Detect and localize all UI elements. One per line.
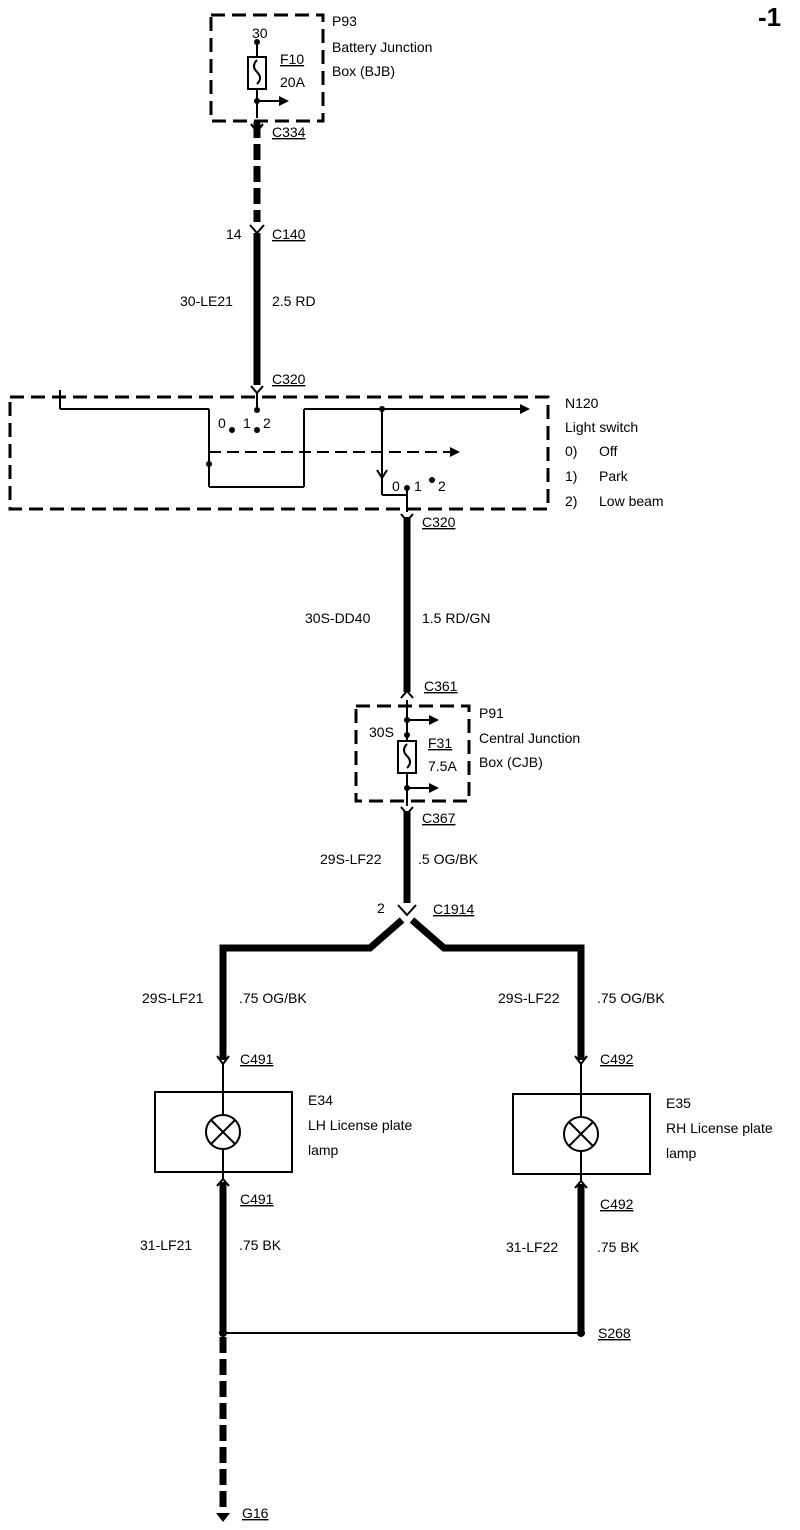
connector-c367: C367 [422,810,456,826]
connector-c491-top: C491 [240,1051,274,1067]
connector-c492-top: C492 [600,1051,634,1067]
lamp-lh-name-line1: LH License plate [308,1117,413,1133]
cjb-name-line2: Box (CJB) [479,754,543,770]
lamp-rh-name-line1: RH License plate [666,1120,773,1136]
cjb-pin: 30S [369,724,394,740]
page-marker: -1 [758,2,781,32]
switch-opt2: Low beam [599,493,664,509]
wire-31-lf22-spec: .75 BK [597,1239,640,1255]
connector-c1914-pin: 2 [377,900,385,916]
lamp-lh-name-line2: lamp [308,1142,339,1158]
wire-31-lf21-id: 31-LF21 [140,1237,192,1253]
switch-b-pos0: 0 [392,478,400,494]
central-junction-box: 30S F31 7.5A P91 Central Junction Box (C… [354,700,580,806]
lamp-lh-ref: E34 [308,1092,333,1108]
bjb-ref: P93 [332,13,357,29]
switch-opt1-num: 1) [565,468,577,484]
lamp-rh-name-line2: lamp [666,1145,697,1161]
connector-c334: C334 [272,124,306,140]
wire-30s-dd40-id: 30S-DD40 [305,610,371,626]
wire-29s-lf22-spec: .75 OG/BK [597,990,665,1006]
fuse-f10-rating: 20A [280,74,306,90]
switch-a-pos2: 2 [263,415,271,431]
battery-junction-box: 30 F10 20A P93 Battery Junction Box (BJB… [209,13,432,123]
connector-c491-bottom: C491 [240,1191,274,1207]
switch-ref: N120 [565,395,599,411]
bjb-name-line1: Battery Junction [332,39,432,55]
switch-opt0: Off [599,443,618,459]
switch-opt1: Park [599,468,629,484]
lamp-rh-ref: E35 [666,1095,691,1111]
wire-29s-lf22-id: 29S-LF22 [498,990,560,1006]
switch-opt0-num: 0) [565,443,577,459]
wire-30-le21-id: 30-LE21 [180,293,233,309]
switch-b-pos2: 2 [438,478,446,494]
fuse-f31-rating: 7.5A [428,758,457,774]
rh-license-plate-lamp: E35 RH License plate lamp [512,1093,773,1175]
wire-31-lf22-id: 31-LF22 [506,1239,558,1255]
lh-license-plate-lamp: E34 LH License plate lamp [154,1091,413,1173]
wire-29s-lf22-main-id: 29S-LF22 [320,851,382,867]
wire-29s-lf21-branch [219,917,405,1060]
ground-g16: G16 [242,1505,269,1521]
splice-s268: S268 [598,1325,631,1341]
fuse-f31-label: F31 [428,735,452,751]
switch-a-pos1: 1 [243,415,251,431]
switch-title: Light switch [565,419,638,435]
switch-a-pos0: 0 [218,415,226,431]
light-switch-n120: 0 1 2 0 1 2 N120 Light switch 0) Off 1) … [8,390,664,512]
connector-c320-top: C320 [272,371,306,387]
ground-g16-arrow-icon [216,1513,230,1522]
wire-29s-lf22-branch [409,917,585,1060]
connector-c140: C140 [272,226,306,242]
connector-c140-pin: 14 [226,226,242,242]
wire-29s-lf21-spec: .75 OG/BK [239,990,307,1006]
wire-30-le21-spec: 2.5 RD [272,293,316,309]
cjb-ref: P91 [479,705,504,721]
wire-31-lf21-spec: .75 BK [239,1237,282,1253]
wire-29s-lf21-id: 29S-LF21 [142,990,204,1006]
switch-opt2-num: 2) [565,493,577,509]
wire-29s-lf22-main-spec: .5 OG/BK [418,851,479,867]
fuse-f10-label: F10 [280,51,304,67]
wire-30s-dd40-spec: 1.5 RD/GN [422,610,490,626]
switch-b-pos1: 1 [414,478,422,494]
bjb-name-line2: Box (BJB) [332,63,395,79]
connector-c361: C361 [424,678,458,694]
connector-c492-bottom: C492 [600,1196,634,1212]
cjb-name-line1: Central Junction [479,730,580,746]
bjb-pin: 30 [252,25,268,41]
connector-c1914: C1914 [433,901,474,917]
connector-c320-bottom: C320 [422,514,456,530]
